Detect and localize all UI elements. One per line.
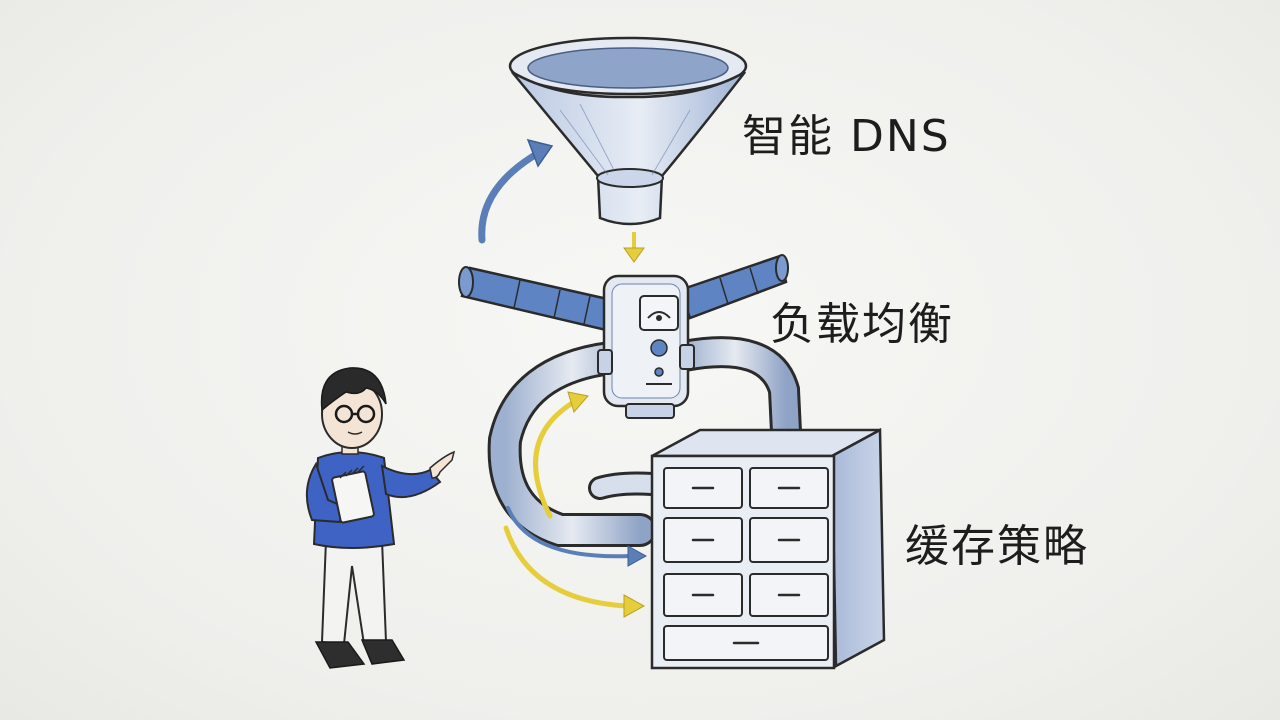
arrow-blue-lower — [506, 506, 648, 567]
label-smart-dns: 智能 DNS — [742, 111, 951, 162]
label-load-balancing: 负载均衡 — [770, 299, 954, 350]
label-cache-strategy: 缓存策略 — [905, 521, 1089, 572]
person-figure — [305, 367, 456, 669]
notebook-icon — [331, 465, 375, 524]
arrow-yellow-lower — [503, 525, 646, 618]
drawer-handles — [691, 486, 801, 645]
arrow-blue-curve-top — [478, 138, 554, 244]
pipe-left — [487, 341, 664, 547]
cabinet-icon — [650, 427, 886, 670]
load-balancer-arm-left — [458, 266, 614, 332]
pipe-right — [668, 336, 802, 448]
funnel-icon — [508, 36, 748, 226]
glasses-icon — [334, 404, 376, 424]
arrow-yellow-upper — [533, 391, 589, 519]
arrow-dns-to-lb — [623, 232, 645, 263]
load-balancer-device — [597, 274, 695, 419]
